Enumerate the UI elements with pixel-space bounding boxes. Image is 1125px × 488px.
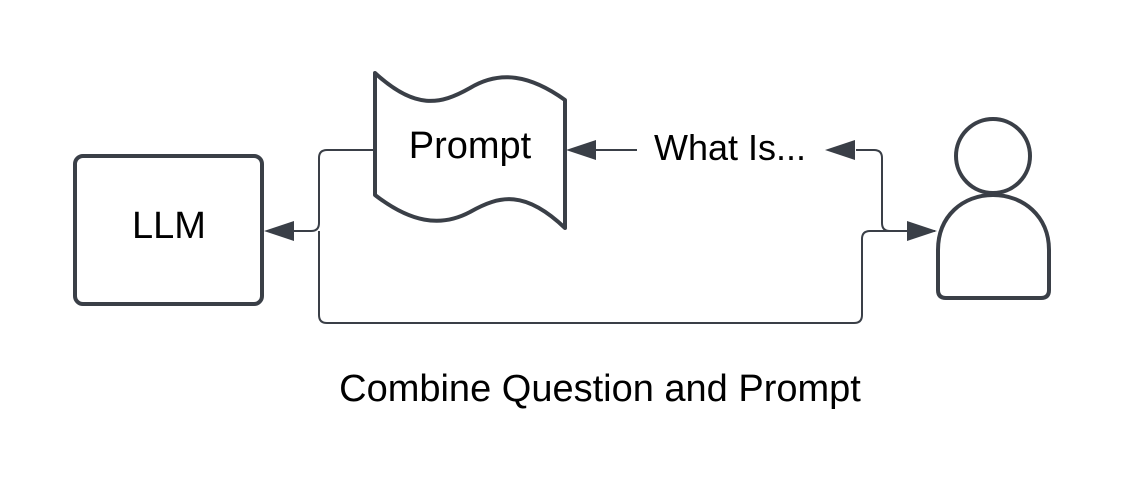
edge-question-label: What Is... bbox=[654, 127, 806, 168]
edge-user-to-llm-line bbox=[318, 230, 908, 324]
user-icon-body bbox=[936, 193, 1051, 300]
edge-question-line-right bbox=[856, 149, 935, 232]
user-icon bbox=[936, 117, 1051, 300]
edge-question-arrowtail-head bbox=[825, 140, 855, 160]
edge-question-arrowhead bbox=[566, 140, 596, 160]
edge-prompt-to-llm-line bbox=[292, 149, 375, 232]
edge-to-llm-arrowhead bbox=[264, 221, 294, 241]
node-user bbox=[936, 117, 1051, 300]
llm-label: LLM bbox=[132, 205, 206, 247]
llm-box bbox=[73, 154, 264, 306]
edge-prompt-to-llm bbox=[292, 149, 375, 232]
edge-user-to-llm-arrowhead-user bbox=[907, 221, 937, 241]
node-llm: LLM bbox=[73, 154, 264, 306]
prompt-label: Prompt bbox=[409, 125, 532, 167]
edge-question: What Is... bbox=[566, 127, 935, 232]
prompt-document-shape bbox=[373, 71, 567, 230]
edge-user-to-llm bbox=[264, 221, 937, 324]
node-prompt: Prompt bbox=[373, 71, 567, 230]
user-icon-head bbox=[954, 117, 1032, 195]
diagram-caption: Combine Question and Prompt bbox=[339, 368, 861, 410]
